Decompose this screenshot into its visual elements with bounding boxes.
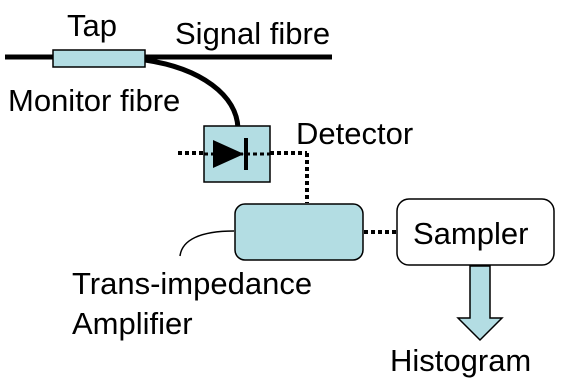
amplifier-label-line1: Trans-impedance — [72, 266, 312, 301]
tap-label: Tap — [67, 8, 117, 43]
monitor-fibre-line — [144, 57, 241, 131]
output-arrow-icon — [456, 265, 504, 342]
sampler-box — [396, 198, 555, 266]
signal-fibre-label: Signal fibre — [175, 16, 330, 51]
amplifier-leader-line — [179, 230, 235, 257]
detector-label: Detector — [296, 116, 413, 151]
histogram-label: Histogram — [390, 343, 531, 378]
sampler-label: Sampler — [413, 216, 528, 251]
amplifier-box — [234, 203, 364, 261]
tap-coupler — [52, 49, 146, 68]
monitor-fibre-label: Monitor fibre — [8, 83, 180, 118]
amplifier-label-line2: Amplifier — [72, 306, 193, 341]
